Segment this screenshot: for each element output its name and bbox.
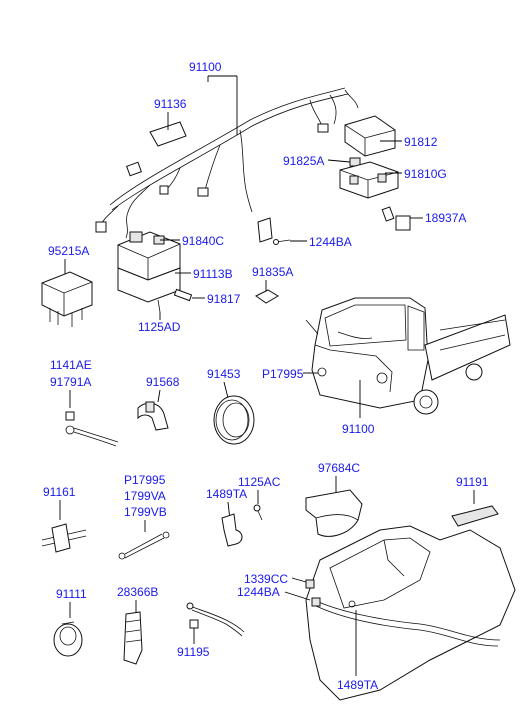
label-1339CC[interactable]: 1339CC [244,572,288,586]
label-91195[interactable]: 91195 [177,645,210,659]
bracket-91568 [137,401,169,431]
clip-1489TA [221,513,243,547]
label-P17995-truck[interactable]: P17995 [262,367,304,381]
truck-illustration [305,297,511,415]
label-1244BA-lower[interactable]: 1244BA [237,585,280,599]
label-91825A[interactable]: 91825A [283,154,324,168]
ground-strap [118,531,170,560]
label-91453[interactable]: 91453 [207,367,241,381]
label-91840C[interactable]: 91840C [182,234,224,248]
clip-1244BA-upper [257,217,291,245]
label-91100-truck[interactable]: 91100 [342,422,375,436]
fuse-18937A [381,206,411,231]
label-18937A[interactable]: 18937A [425,211,466,225]
fuse-box-assembly [339,115,399,199]
floor-harness [305,525,516,701]
grommet-91111 [53,621,83,657]
grommet-91161 [41,523,87,553]
label-91791A[interactable]: 91791A [50,375,91,389]
label-91568[interactable]: 91568 [146,375,180,389]
band-28366B [123,611,143,665]
ground-cable [65,411,119,447]
label-91161[interactable]: 91161 [43,485,76,499]
junction-block [117,231,181,313]
label-P17995-cable[interactable]: P17995 [124,473,166,487]
label-91810G[interactable]: 91810G [404,167,447,181]
label-91136[interactable]: 91136 [154,97,187,111]
label-1489TA-upper[interactable]: 1489TA [206,487,247,501]
label-1125AD[interactable]: 1125AD [138,320,181,334]
cable-91195 [186,602,245,637]
label-1799VA[interactable]: 1799VA [124,489,166,503]
main-wiring-harness [95,87,359,239]
connector-91817 [173,288,193,302]
label-91817[interactable]: 91817 [207,292,241,306]
label-1799VB[interactable]: 1799VB [124,505,167,519]
duct-97684C [305,489,363,537]
label-91113B[interactable]: 91113B [193,267,233,281]
label-91812[interactable]: 91812 [404,135,438,149]
label-95215A[interactable]: 95215A [48,244,89,258]
pad-91191 [451,505,499,527]
grommet-91453 [213,395,255,445]
label-1244BA-upper[interactable]: 1244BA [309,235,352,249]
label-91835A[interactable]: 91835A [252,265,293,279]
label-97684C[interactable]: 97684C [318,461,360,475]
label-91191[interactable]: 91191 [456,475,489,489]
label-1489TA-lower[interactable]: 1489TA [337,678,378,692]
label-91111[interactable]: 91111 [56,587,87,601]
label-1125AC[interactable]: 1125AC [238,475,281,489]
relay-95215A [41,271,93,327]
label-28366B[interactable]: 28366B [117,585,158,599]
label-1141AE[interactable]: 1141AE [50,358,92,372]
clip-91835A [255,289,279,304]
label-91100-top[interactable]: 91100 [189,60,222,74]
bolt-1125AC [253,504,263,521]
